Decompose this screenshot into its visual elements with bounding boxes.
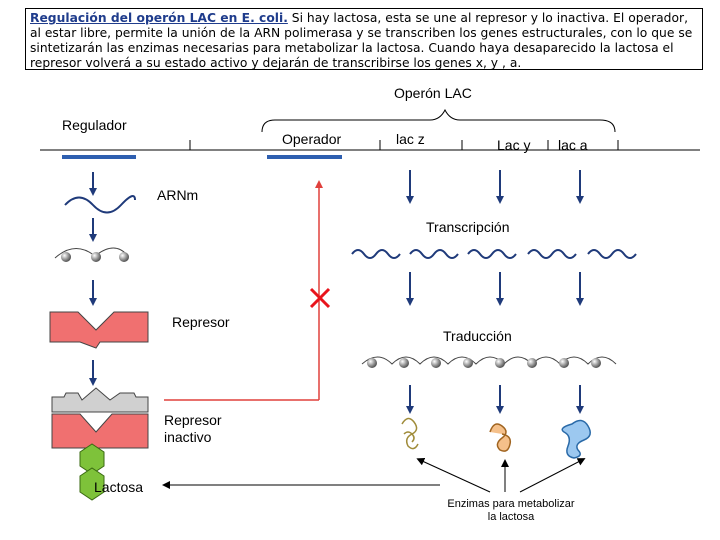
- arrows-genes-to-mrna: [406, 170, 584, 204]
- polypeptide-right: [361, 356, 617, 368]
- intro-body: Si hay lactosa, esta se une al represor …: [30, 11, 693, 70]
- intro-text-box: Regulación del operón LAC en E. coli. Si…: [25, 8, 703, 70]
- represor-inactivo-shape: [51, 413, 149, 449]
- arrows-enzymes-to-label: [416, 458, 586, 493]
- arnm-wave-left: [64, 195, 136, 214]
- enzyme-y: [489, 423, 512, 452]
- lac-y-label: Lac y: [497, 137, 531, 153]
- lac-z-label: lac z: [396, 131, 425, 147]
- operon-label: Operón LAC: [394, 85, 472, 101]
- transcripcion-label: Transcripción: [426, 219, 510, 235]
- arrows-mrna-to-protein: [406, 272, 584, 306]
- arnm-label: ARNm: [157, 187, 199, 203]
- operador-label: Operador: [282, 131, 342, 147]
- dna-gene-separators: [189, 140, 619, 150]
- mrna-waves: [351, 249, 637, 259]
- enzimas-label: Enzimas para metabolizar la lactosa: [447, 498, 575, 523]
- regulador-label: Regulador: [62, 117, 127, 133]
- lac-a-label: lac a: [558, 137, 588, 153]
- polypeptide-left: [54, 247, 129, 262]
- represor-shape: [49, 311, 149, 349]
- enzyme-a: [561, 419, 591, 459]
- lactosa-molecules: [79, 443, 105, 501]
- represor-inactivo-top: [51, 387, 149, 413]
- blocked-x-mark: [309, 287, 331, 309]
- enzyme-z: [401, 417, 419, 450]
- intro-title: Regulación del operón LAC en E. coli.: [30, 11, 288, 25]
- traduccion-label: Traducción: [443, 328, 512, 344]
- represor-inactivo-label: Represor inactivo: [164, 412, 222, 445]
- operon-brace: [261, 108, 616, 133]
- represor-label: Represor: [172, 314, 230, 330]
- lactosa-label: Lactosa: [94, 479, 144, 495]
- arrows-protein-to-enzymes: [406, 385, 584, 414]
